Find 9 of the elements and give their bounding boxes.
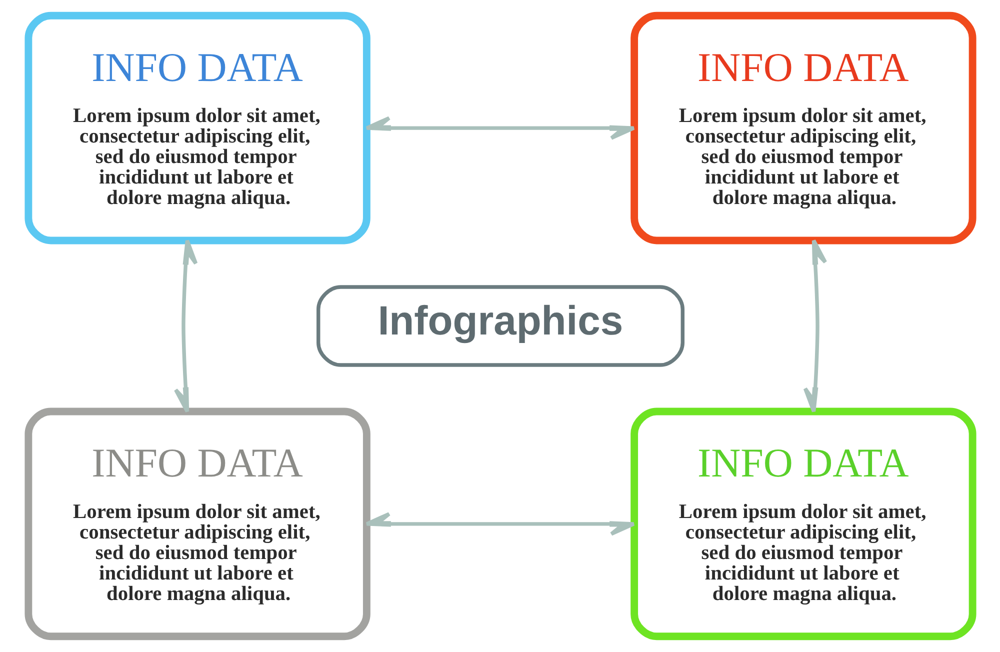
node-box: Infographics bbox=[316, 285, 684, 367]
arrow bbox=[364, 116, 636, 140]
node-box: INFO DATA Lorem ipsum dolor sit amet, consectetur adipiscing elit, sed do eiusmod tempor incididunt ut labore et dolore magna aliqua. bbox=[630, 408, 976, 640]
node-box: INFO DATA Lorem ipsum dolor sit amet, consectetur adipiscing elit, sed do eiusmod tempor incididunt ut labore et dolore magna aliqua. bbox=[630, 12, 976, 244]
node-box: INFO DATA Lorem ipsum dolor sit amet, consectetur adipiscing elit, sed do eiusmod tempor incididunt ut labore et dolore magna aliqua. bbox=[24, 408, 370, 640]
node-box: INFO DATA Lorem ipsum dolor sit amet, consectetur adipiscing elit, sed do eiusmod tempor incididunt ut labore et dolore magna aliqua. bbox=[24, 12, 370, 244]
arrow bbox=[364, 512, 636, 536]
arrow bbox=[802, 238, 827, 414]
arrow bbox=[173, 238, 198, 414]
